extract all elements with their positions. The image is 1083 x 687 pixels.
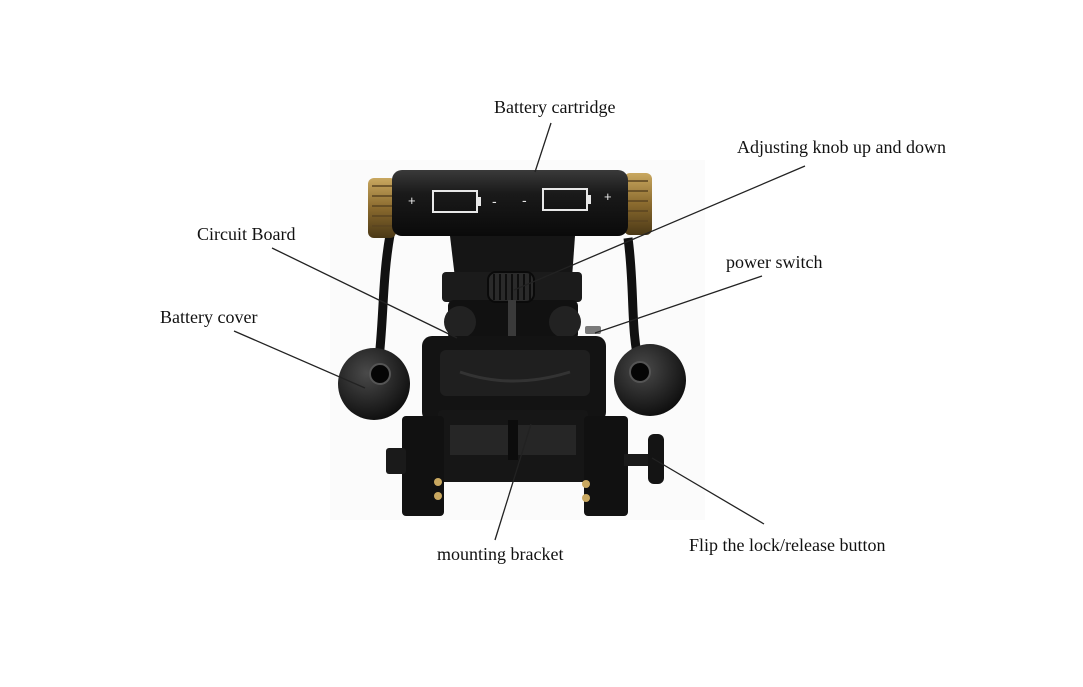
battery-cartridge: + - - + — [368, 170, 652, 238]
label-mounting-bracket: mounting bracket — [437, 545, 563, 563]
label-power-switch: power switch — [726, 253, 822, 271]
bracket-screw-left-1 — [434, 478, 442, 486]
lock-release-button — [648, 434, 664, 484]
bracket-arm-left — [402, 416, 444, 516]
knob-housing-right-round — [549, 306, 581, 338]
label-circuit-board: Circuit Board — [197, 225, 295, 243]
left-side-tab — [386, 448, 406, 474]
bracket-screw-right-2 — [582, 494, 590, 502]
battery-cover-right-cap — [630, 362, 650, 382]
mounting-bracket-pin — [508, 420, 518, 460]
minus-mark-left: - — [492, 193, 497, 209]
cartridge-tube — [392, 170, 628, 236]
plus-mark-left: + — [408, 193, 416, 208]
adjusting-screw — [508, 300, 516, 340]
plus-mark-right: + — [604, 189, 612, 204]
bracket-arm-right — [584, 416, 628, 516]
battery-cover-left — [338, 348, 410, 420]
battery-cover-left-cap — [370, 364, 390, 384]
battery-cover-right — [614, 344, 686, 416]
label-lock-release: Flip the lock/release button — [689, 536, 885, 554]
power-switch — [585, 326, 601, 334]
left-brass-thread — [368, 178, 396, 238]
battery-icon-right-tip — [587, 195, 591, 204]
label-battery-cartridge: Battery cartridge — [494, 98, 615, 116]
bracket-screw-right-1 — [582, 480, 590, 488]
right-brass-thread — [624, 173, 652, 235]
bracket-screw-left-2 — [434, 492, 442, 500]
label-battery-cover: Battery cover — [160, 308, 257, 326]
label-adjusting-knob: Adjusting knob up and down — [737, 138, 946, 156]
lock-release-stem — [624, 454, 652, 466]
battery-icon-left-tip — [477, 197, 481, 206]
knob-housing-left-round — [444, 306, 476, 338]
minus-mark-right: - — [522, 192, 527, 208]
